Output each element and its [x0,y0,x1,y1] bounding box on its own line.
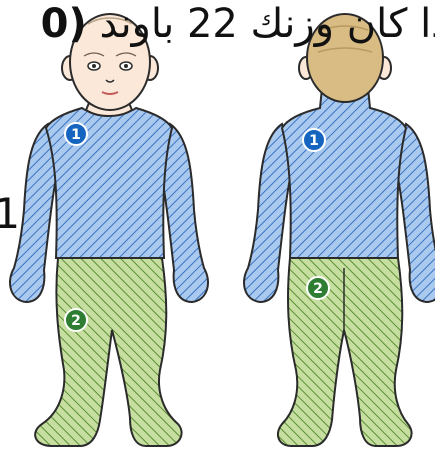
front-marker-1: 1 [65,123,87,145]
back-figure: 1 2 [244,14,435,446]
front-legs-zone-2 [35,258,181,446]
back-left-arm [244,124,292,302]
headline-text: ذا كان وزنك 22 باوند (0 [41,0,435,54]
front-figure: 1 2 [10,14,208,446]
headline-main: ذا كان وزنك 22 باوند [99,1,435,47]
headline-paren: (0 [41,1,87,47]
back-marker-2: 2 [307,277,329,299]
back-legs-zone-2 [278,258,412,446]
svg-text:2: 2 [71,313,81,329]
svg-text:1: 1 [71,127,81,143]
back-marker-1: 1 [303,129,325,151]
side-text-fragment: .1 [0,186,20,242]
svg-text:2: 2 [313,281,323,297]
back-torso-zone-1 [282,88,406,258]
front-marker-2: 2 [65,309,87,331]
svg-text:1: 1 [309,133,319,149]
